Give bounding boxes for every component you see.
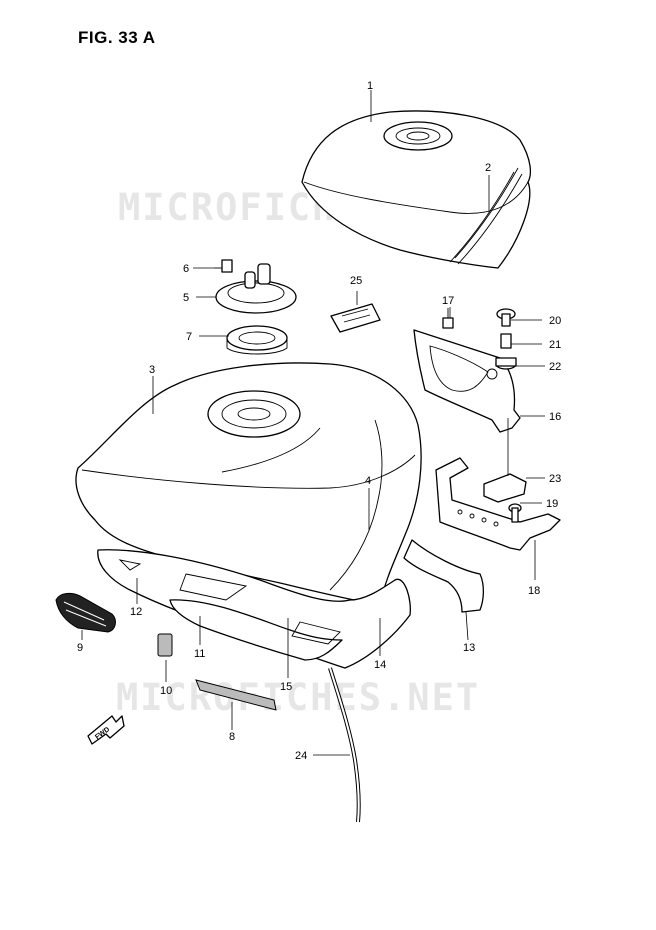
bolt-19-part	[508, 503, 522, 523]
callout-3: 3	[149, 364, 155, 376]
callout-15: 15	[280, 681, 292, 693]
bracket-18-part	[435, 457, 561, 551]
fuel-cap-part	[215, 263, 297, 314]
callout-24: 24	[295, 750, 307, 762]
side-panels-part	[97, 549, 411, 669]
watermark-bottom: MICROFICHES.NET	[116, 676, 481, 719]
callout-8: 8	[229, 731, 235, 743]
callout-16: 16	[549, 411, 561, 423]
forward-arrow-icon: FWD	[87, 715, 125, 745]
rubber-pad-9-part	[55, 592, 116, 633]
callout-20: 20	[549, 315, 561, 327]
bracket-13-part	[403, 539, 485, 613]
callout-18: 18	[528, 585, 540, 597]
hose-24-part	[328, 667, 361, 823]
callout-4: 4	[365, 475, 371, 487]
figure-title: FIG. 33 A	[78, 28, 156, 47]
callout-11: 11	[194, 648, 205, 660]
fuel-tank-part	[75, 362, 422, 606]
callout-6: 6	[183, 263, 189, 275]
callout-17: 17	[442, 295, 454, 307]
callout-7: 7	[186, 331, 192, 343]
seal-strip-8-part	[195, 679, 277, 711]
callout-14: 14	[374, 659, 386, 671]
tank-cover-part	[301, 110, 532, 269]
decal-25-part	[330, 303, 381, 333]
callout-numbers: 1 2 3 4 5 6 7 8 9 10 11 12 13 14 15 16 1…	[77, 80, 561, 762]
callout-13: 13	[463, 642, 475, 654]
cushion-22-part	[495, 357, 517, 370]
callout-19: 19	[546, 498, 558, 510]
collar-21-part	[500, 333, 512, 349]
fastener-17-part	[442, 308, 454, 329]
mounting-plate-part	[413, 329, 521, 433]
callout-2: 2	[485, 162, 491, 174]
callout-5: 5	[183, 292, 189, 304]
gasket-7-part	[226, 325, 288, 355]
callout-25: 25	[350, 275, 362, 287]
leader-lines	[81, 90, 545, 756]
rubber-mount-23-part	[483, 473, 527, 503]
callout-1: 1	[367, 80, 373, 92]
cushion-10-part	[157, 633, 173, 657]
bolt-20-part	[496, 308, 516, 327]
screw-6-part	[214, 259, 233, 273]
callout-9: 9	[77, 642, 83, 654]
callout-22: 22	[549, 361, 561, 373]
callout-12: 12	[130, 606, 142, 618]
callout-10: 10	[160, 685, 172, 697]
callout-23: 23	[549, 473, 561, 485]
callout-21: 21	[549, 339, 561, 351]
